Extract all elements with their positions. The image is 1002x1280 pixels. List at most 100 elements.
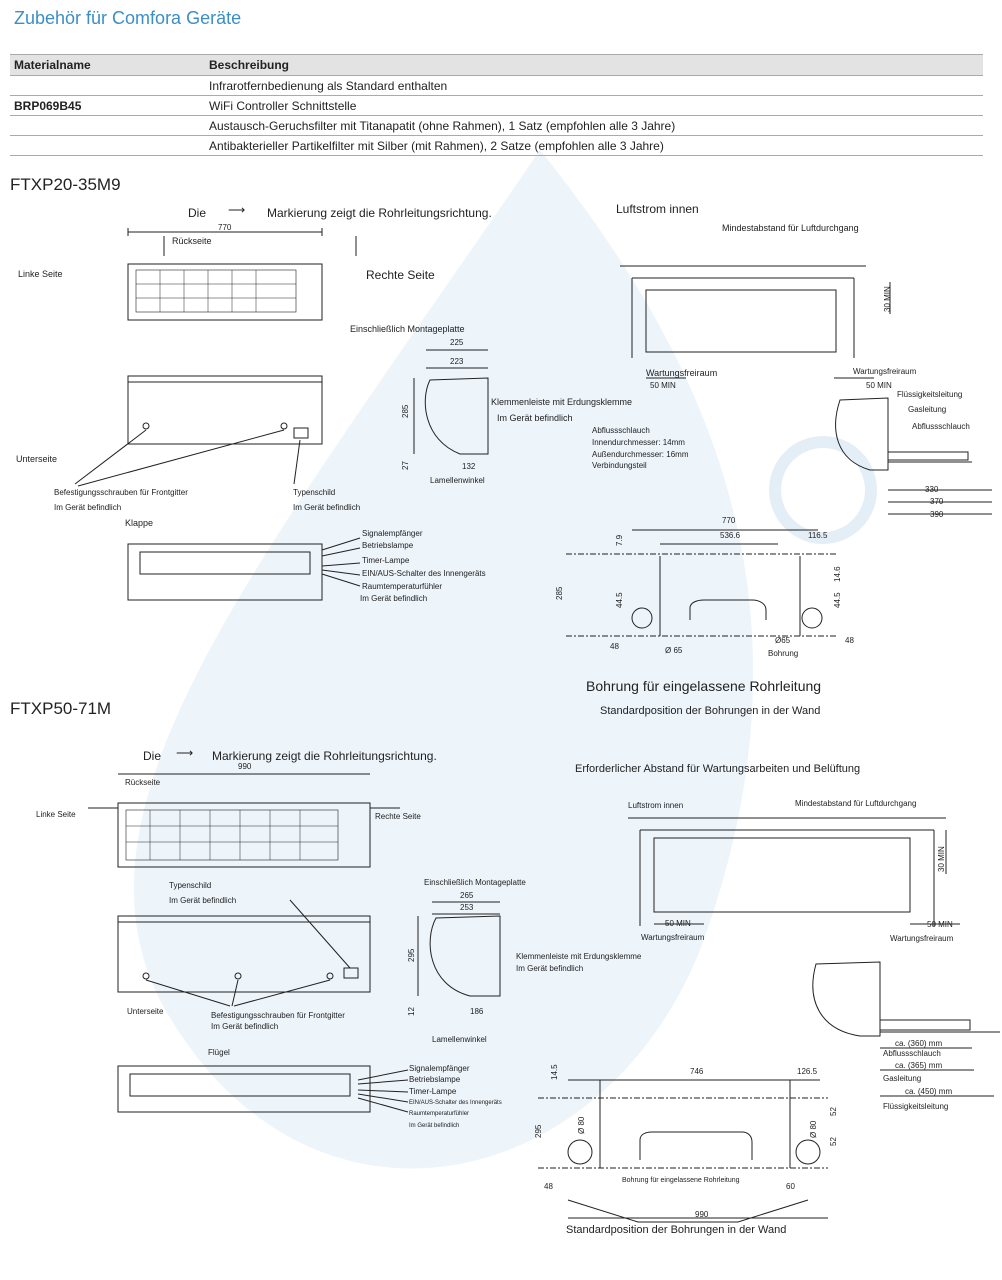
label-operation-lamp: Betriebslampe [362, 541, 414, 550]
dim-14-6: 14.6 [833, 566, 842, 582]
label-nameplate: Typenschild [169, 881, 212, 890]
unit-bottom-view [74, 375, 323, 487]
label-nameplate: Typenschild [293, 488, 336, 497]
material-cell [10, 115, 205, 136]
unit-side-view [413, 349, 489, 455]
label-left-side: Linke Seite [18, 269, 63, 279]
dim-52: 52 [829, 1137, 838, 1146]
unit-front-view-2 [117, 1065, 409, 1113]
label-room-temp: Raumtemperaturfühler [409, 1111, 470, 1117]
unit-rear-view [127, 228, 357, 321]
description-cell: Infrarotfernbedienung als Standard entha… [205, 75, 983, 96]
label-gas-pipe: Gasleitung [883, 1074, 922, 1083]
arrow-right-icon: ⟶ [228, 203, 246, 217]
dim-48: 48 [610, 642, 619, 651]
label-inner-diameter: Innendurchmesser: 14mm [592, 438, 685, 447]
table-row: Austausch-Geruchsfilter mit Titanapatit … [10, 115, 983, 136]
label-liquid-pipe: Flüssigkeitsleitung [897, 390, 963, 399]
label-inside: Im Gerät befindlich [497, 413, 573, 423]
label-mounting-plate: Einschließlich Montageplatte [350, 324, 465, 334]
section-heading-ftxp50: FTXP50-71M [10, 699, 112, 718]
dim-285: 285 [401, 404, 410, 418]
label-inside: Im Gerät befindlich [293, 503, 361, 512]
label-louvre: Lamellenwinkel [430, 476, 485, 485]
table-row: Infrarotfernbedienung als Standard entha… [10, 75, 983, 96]
dim-48: 48 [544, 1182, 553, 1191]
label-service-space: Wartungsfreiraum [646, 368, 718, 378]
dim-hole-65: Ø 65 [665, 646, 683, 655]
dim-50min: 50 MIN [866, 381, 892, 390]
dim-plate-295: 295 [534, 1124, 543, 1138]
dim-27: 27 [401, 461, 410, 470]
label-marking: Markierung zeigt die Rohrleitungsrichtun… [267, 206, 492, 220]
label-terminal: Klemmenleiste mit Erdungsklemme [491, 397, 633, 407]
dim-plate-285: 285 [555, 586, 564, 600]
dim-plate-770: 770 [722, 516, 736, 525]
label-screws: Befestigungsschrauben für Frontgitter [211, 1011, 345, 1020]
dim-52: 52 [829, 1107, 838, 1116]
dim-223: 223 [450, 357, 464, 366]
dim-plate-990: 990 [695, 1210, 709, 1219]
label-mounting-plate: Einschließlich Montageplatte [424, 878, 526, 887]
dim-30min: 30 MIN [937, 846, 946, 872]
label-operation-lamp: Betriebslampe [409, 1075, 461, 1084]
label-on-off: EIN/AUS-Schalter des Innengeräts [409, 1100, 502, 1106]
label-connector: Verbindungsteil [592, 461, 647, 470]
label-liquid-pipe: Flüssigkeitsleitung [883, 1102, 949, 1111]
dim-width: 770 [218, 223, 232, 232]
dim-14-5: 14.5 [550, 1064, 559, 1080]
dim-hole-80: Ø 80 [809, 1120, 818, 1138]
registered-mark-watermark [769, 436, 877, 544]
dim-width: 990 [238, 762, 252, 771]
label-bottom: Unterseite [16, 454, 58, 464]
label-right-side: Rechte Seite [366, 268, 435, 282]
dim-116: 116.5 [808, 531, 828, 540]
label-standard-position: Standardposition der Bohrungen in der Wa… [566, 1224, 787, 1236]
dim-30min: 30 MIN [883, 286, 892, 312]
dim-370: 370 [930, 497, 944, 506]
label-gas-pipe: Gasleitung [908, 405, 947, 414]
label-service-space: Wartungsfreiraum [890, 934, 954, 943]
material-cell [10, 75, 205, 96]
label-screws: Befestigungsschrauben für Frontgitter [54, 488, 188, 497]
label-min-clearance: Mindestabstand für Luftdurchgang [795, 799, 917, 808]
piping-side-drawing-2 [812, 961, 1000, 1097]
label-rear: Rückseite [125, 778, 161, 787]
label-flap: Klappe [125, 518, 154, 528]
description-cell: Antibakterieller Partikelfilter mit Silb… [205, 135, 983, 156]
dim-330: 330 [925, 485, 939, 494]
accessories-table: Materialname Beschreibung Infrarotfernbe… [10, 54, 983, 156]
dim-48: 48 [845, 636, 854, 645]
label-airflow: Luftstrom innen [616, 202, 699, 216]
dim-7-9: 7.9 [615, 534, 624, 546]
label-hole: Bohrung [768, 649, 799, 658]
label-inside: Im Gerät befindlich [54, 503, 122, 512]
label-vane: Flügel [208, 1048, 230, 1057]
label-required-clearance: Erforderlicher Abstand für Wartungsarbei… [575, 763, 861, 775]
section-heading-ftxp20: FTXP20-35M9 [10, 175, 121, 194]
wall-clearance-drawing-2 [628, 817, 960, 926]
dim-ca-450: ca. (450) mm [905, 1087, 953, 1096]
label-service-space: Wartungsfreiraum [853, 367, 917, 376]
dim-44-5: 44.5 [615, 592, 624, 608]
label-outer-diameter: Außendurchmesser: 16mm [592, 450, 689, 459]
dim-746: 746 [690, 1067, 704, 1076]
unit-bottom-view-2 [117, 899, 371, 1007]
label-inside: Im Gerät befindlich [169, 896, 237, 905]
label-rear: Rückseite [172, 236, 212, 246]
mounting-plate-drawing-2 [538, 1079, 828, 1223]
dim-ca-365: ca. (365) mm [895, 1061, 943, 1070]
label-drain: Abflussschlauch [912, 422, 970, 431]
dim-132: 132 [462, 462, 476, 471]
label-timer: Timer-Lampe [409, 1087, 457, 1096]
table-header-row: Materialname Beschreibung [10, 54, 983, 76]
label-die: Die [188, 206, 207, 220]
dim-hole-65: Ø65 [775, 636, 791, 645]
label-left-side: Linke Seite [36, 810, 76, 819]
material-cell [10, 135, 205, 156]
dim-536: 536.6 [720, 531, 741, 540]
label-drain: Abflussschlauch [592, 426, 650, 435]
label-drain: Abflussschlauch [883, 1049, 941, 1058]
